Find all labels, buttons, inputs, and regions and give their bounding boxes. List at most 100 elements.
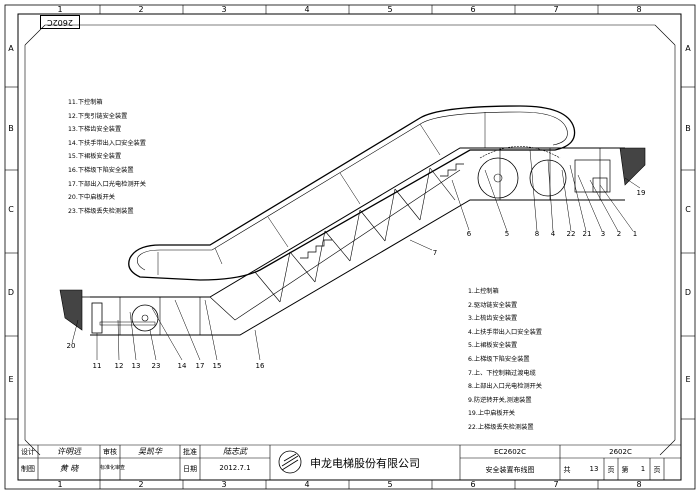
drawing-code-stamp: 2602C bbox=[40, 15, 80, 29]
zone-row-a-right: A bbox=[685, 44, 691, 53]
zone-row-d: D bbox=[7, 288, 15, 297]
tb-role-design: 设计 bbox=[21, 448, 35, 456]
company-name: 申龙电梯股份有限公司 bbox=[310, 457, 420, 470]
zone-col-1-bottom: 1 bbox=[57, 480, 63, 489]
truss-top-chord bbox=[90, 147, 625, 298]
callout-7: 7 bbox=[432, 249, 438, 257]
zone-col-8-bottom: 8 bbox=[636, 480, 642, 489]
zone-row-c-right: C bbox=[685, 205, 691, 214]
tb-approver: 陆志武 bbox=[223, 447, 247, 456]
zone-col-6-bottom: 6 bbox=[470, 480, 476, 489]
callout-19: 19 bbox=[636, 189, 646, 197]
outer-border bbox=[4, 4, 696, 490]
drive-motor bbox=[529, 159, 567, 197]
callout-12: 12 bbox=[114, 362, 124, 370]
tb-drawing-no: EC2602C bbox=[493, 448, 526, 456]
legend-item: 23.下梯级丢失检测装置 bbox=[68, 207, 134, 215]
tb-role-std: 标准化审查 bbox=[100, 465, 126, 471]
legend-item: 1.上控制箱 bbox=[468, 288, 499, 295]
tb-designer: 许明远 bbox=[57, 447, 81, 456]
inner-frame bbox=[17, 13, 682, 481]
callout-21: 21 bbox=[582, 230, 592, 238]
legend-item: 2.驱动链安全装置 bbox=[468, 301, 518, 309]
legend-item: 15.下裙板安全装置 bbox=[68, 153, 122, 161]
tb-page-label-2: 页 bbox=[653, 466, 661, 474]
callout-11: 11 bbox=[92, 362, 102, 370]
trim-marks bbox=[24, 24, 676, 456]
zone-col-5-bottom: 5 bbox=[387, 480, 393, 489]
zone-row-a: A bbox=[8, 44, 14, 53]
callout-17: 17 bbox=[195, 362, 205, 370]
zone-col-2-bottom: 2 bbox=[138, 480, 144, 489]
zone-col-8: 8 bbox=[636, 5, 642, 14]
zone-col-7-bottom: 7 bbox=[553, 480, 559, 489]
truss-bottom-chord bbox=[90, 199, 625, 336]
zone-col-3: 3 bbox=[221, 5, 227, 14]
tb-role-review: 审核 bbox=[103, 448, 117, 456]
zone-col-3-bottom: 3 bbox=[221, 480, 227, 489]
tb-date: 2012.7.1 bbox=[219, 464, 251, 472]
tb-role-date: 日期 bbox=[183, 465, 197, 473]
legend-item: 6.上梯级下陷安全装置 bbox=[468, 355, 530, 363]
callout-2: 2 bbox=[616, 230, 622, 238]
legend-item: 16.下梯级下陷安全装置 bbox=[68, 166, 134, 174]
tb-drafter: 黄 晓 bbox=[59, 464, 79, 473]
zone-row-b-right: B bbox=[685, 124, 691, 133]
legend-item: 19.上中启板开关 bbox=[468, 410, 515, 418]
zone-row-d-right: D bbox=[684, 288, 692, 297]
tb-reviewer: 吴凯华 bbox=[138, 447, 162, 456]
zone-col-2: 2 bbox=[138, 5, 144, 14]
zone-col-6: 6 bbox=[470, 5, 476, 14]
tb-role-draw: 制图 bbox=[21, 465, 35, 473]
callout-8: 8 bbox=[534, 230, 540, 238]
legend-item: 12.下曳引链安全装置 bbox=[68, 112, 128, 120]
callout-14: 14 bbox=[177, 362, 187, 370]
legend-item: 5.上裙板安全装置 bbox=[468, 342, 518, 350]
legend-item: 4.上扶手带出入口安全装置 bbox=[468, 328, 542, 336]
callout-1: 1 bbox=[632, 230, 638, 238]
escalator-drawing bbox=[59, 105, 646, 361]
zone-col-4: 4 bbox=[304, 5, 310, 14]
legend-upper-devices: 1.上控制箱 2.驱动链安全装置 3.上梳齿安全装置 4.上扶手带出入口安全装置… bbox=[468, 285, 542, 435]
legend-item: 11.下控制箱 bbox=[68, 99, 103, 106]
callout-23: 23 bbox=[151, 362, 161, 370]
zone-row-b: B bbox=[8, 124, 14, 133]
lower-sprocket bbox=[131, 304, 159, 332]
legend-item: 14.下扶手带出入口安全装置 bbox=[68, 139, 146, 147]
callout-20: 20 bbox=[66, 342, 76, 350]
zone-ticks bbox=[5, 5, 695, 489]
tb-sheet-label: 第 bbox=[621, 466, 629, 474]
tb-role-approve: 批准 bbox=[183, 448, 197, 456]
legend-item: 13.下梯齿安全装置 bbox=[68, 126, 122, 134]
callout-13: 13 bbox=[131, 362, 141, 370]
tb-code: 2602C bbox=[609, 448, 632, 456]
legend-item: 17.下部出入口光电检测开关 bbox=[68, 180, 146, 188]
tb-sheet-no: 1 bbox=[640, 465, 646, 473]
zone-col-7: 7 bbox=[553, 5, 559, 14]
callout-4: 4 bbox=[550, 230, 556, 238]
tb-drawing-title: 安全装置布线图 bbox=[485, 466, 535, 474]
legend-item: 3.上梳齿安全装置 bbox=[468, 315, 518, 323]
tb-total-sheets: 13 bbox=[589, 465, 599, 473]
tb-page-label: 页 bbox=[607, 466, 615, 474]
upper-floor bbox=[619, 147, 646, 186]
legend-item: 8.上部出入口光电检测开关 bbox=[468, 383, 542, 391]
zone-row-e-right: E bbox=[685, 375, 691, 384]
legend-item: 22.上梯级丢失检测装置 bbox=[468, 423, 534, 431]
tb-total-label: 共 bbox=[563, 466, 571, 474]
callout-3: 3 bbox=[600, 230, 606, 238]
callout-16: 16 bbox=[255, 362, 265, 370]
company-logo-icon bbox=[278, 450, 302, 474]
callout-5: 5 bbox=[504, 230, 510, 238]
lower-control-box bbox=[91, 302, 103, 334]
title-block-grid bbox=[18, 444, 681, 480]
zone-col-1: 1 bbox=[57, 5, 63, 14]
callout-22: 22 bbox=[566, 230, 576, 238]
legend-item: 20.下中启板开关 bbox=[68, 194, 115, 202]
zone-row-c: C bbox=[8, 205, 14, 214]
upper-sprocket bbox=[477, 157, 519, 199]
callout-6: 6 bbox=[466, 230, 472, 238]
zone-col-4-bottom: 4 bbox=[304, 480, 310, 489]
callout-15: 15 bbox=[212, 362, 222, 370]
